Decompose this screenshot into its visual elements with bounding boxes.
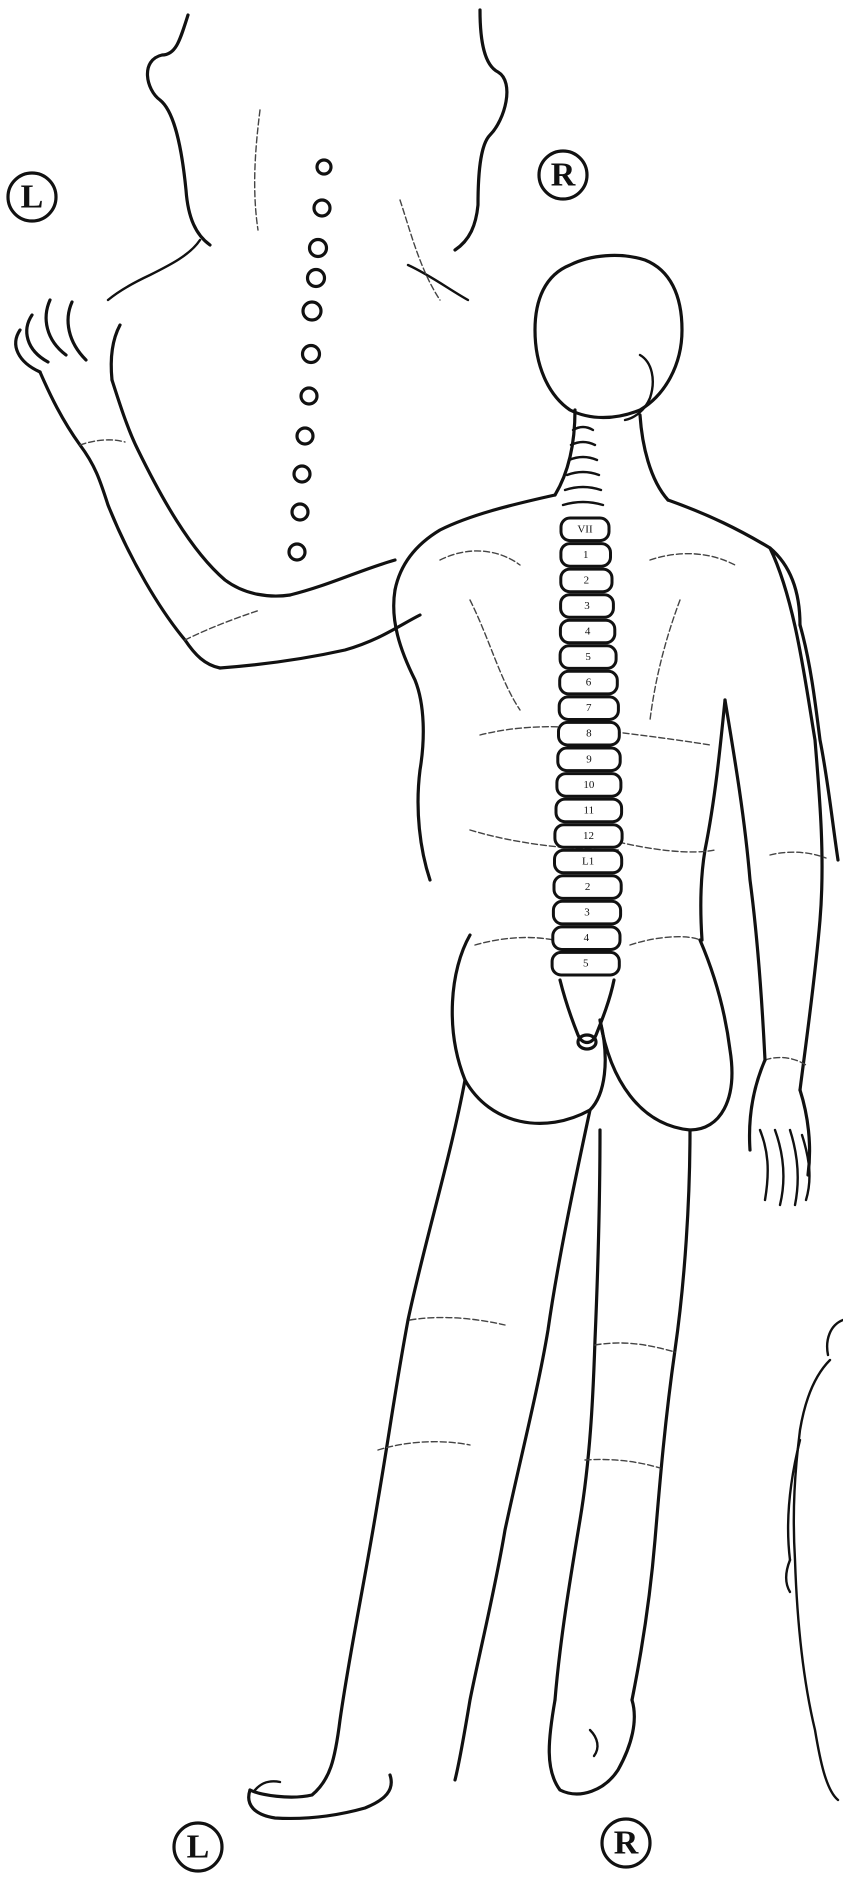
- neck-inset: [108, 10, 507, 560]
- label-bottom-right: R: [602, 1819, 650, 1867]
- label-top-left: L: [8, 173, 56, 221]
- vertebra-label: 6: [586, 677, 592, 689]
- cervical-tick: [567, 472, 599, 475]
- svg-text:L: L: [21, 179, 44, 216]
- vertebra-label: 8: [586, 728, 592, 740]
- label-bottom-left: L: [174, 1823, 222, 1871]
- vertebra-label: VII: [577, 523, 593, 535]
- vertebra-label: 7: [586, 702, 592, 714]
- small-figure-partial: [786, 1320, 843, 1800]
- cervical-tick: [573, 427, 593, 430]
- sacrum: [560, 980, 614, 1043]
- spine-vertebrae: VII123456789101112L12345: [552, 427, 622, 1049]
- vertebra-label: 2: [584, 574, 590, 586]
- vertebra-label: 5: [585, 651, 591, 663]
- vertebra-label: 2: [585, 881, 591, 893]
- cervical-dots: [289, 160, 331, 560]
- vertebra-label: 5: [583, 958, 589, 970]
- cervical-tick: [569, 457, 597, 460]
- vertebra-label: 3: [584, 907, 590, 919]
- cervical-tick: [571, 442, 595, 445]
- vertebra-label: L1: [582, 856, 594, 868]
- raised-left-arm: [16, 300, 420, 668]
- label-top-right: R: [539, 151, 587, 199]
- cervical-tick: [563, 502, 603, 505]
- vertebra-label: 10: [583, 779, 595, 791]
- svg-text:R: R: [614, 1825, 639, 1862]
- vertebra-label: 4: [584, 932, 590, 944]
- torso: [394, 255, 838, 1130]
- vertebra-label: 4: [585, 626, 591, 638]
- vertebra-label: 3: [584, 600, 590, 612]
- vertebra-label: 1: [583, 549, 589, 561]
- cervical-tick: [565, 487, 601, 490]
- svg-text:R: R: [551, 157, 576, 194]
- legs: [249, 1080, 690, 1818]
- vertebra-label: 9: [586, 753, 592, 765]
- vertebra-label: 11: [584, 804, 595, 816]
- vertebra-label: 12: [583, 830, 594, 842]
- right-arm: [725, 548, 826, 1205]
- svg-text:L: L: [187, 1829, 210, 1866]
